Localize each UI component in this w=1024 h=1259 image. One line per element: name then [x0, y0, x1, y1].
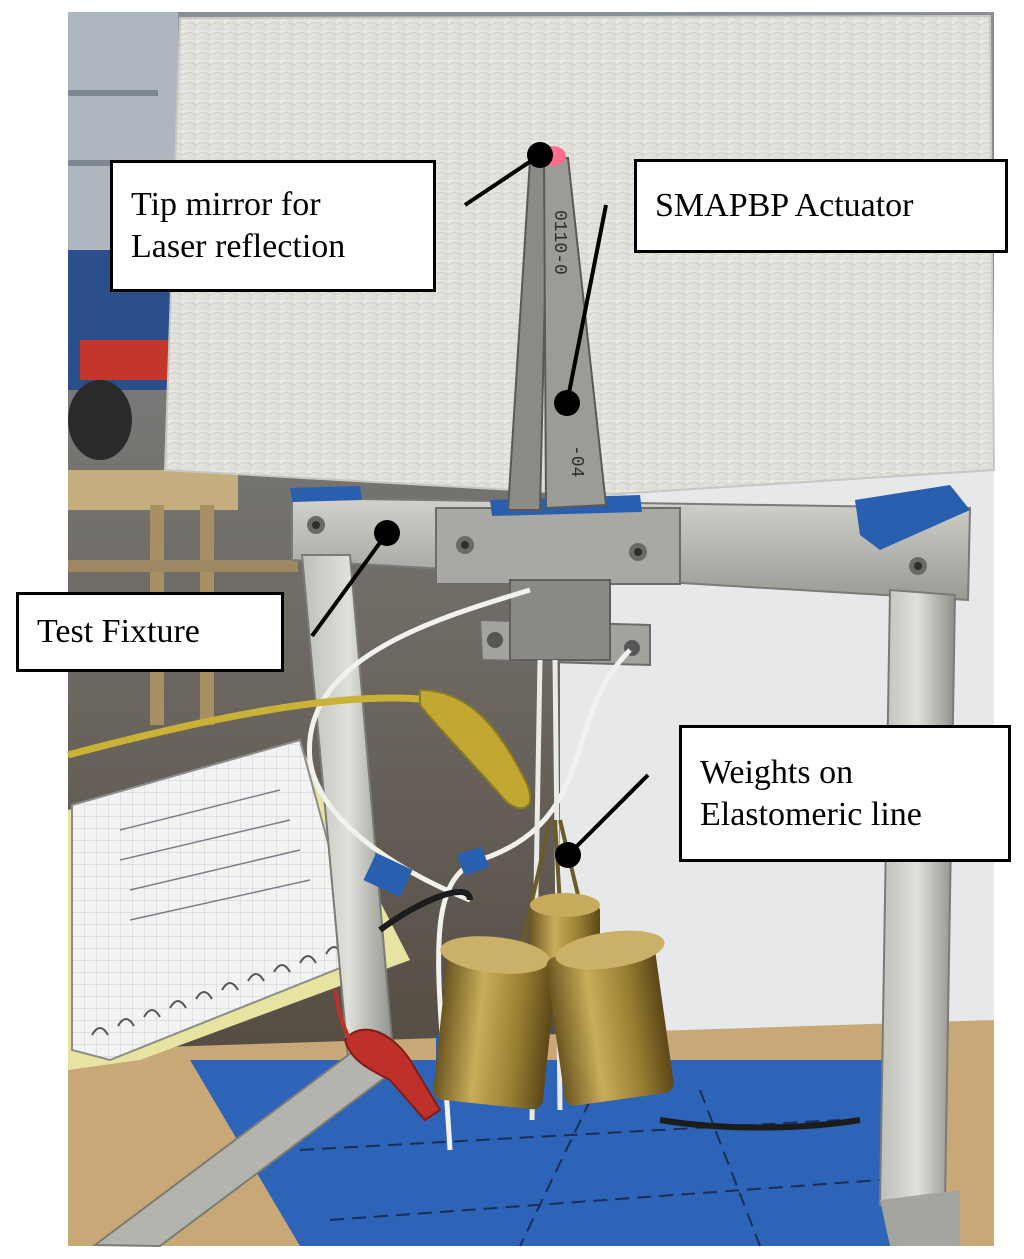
background-workbench: [68, 470, 238, 510]
svg-text:0110-0: 0110-0: [549, 210, 569, 275]
spiral-notebook: [68, 738, 410, 1070]
label-tip-mirror: Tip mirror for Laser reflection: [110, 160, 436, 292]
callout-pointers: [310, 142, 650, 868]
yellow-alligator-clip: [419, 688, 532, 810]
label-actuator: SMAPBP Actuator: [634, 159, 1008, 253]
label-test-fixture: Test Fixture: [16, 592, 284, 672]
background-red-object: [80, 340, 170, 380]
svg-text:-04: -04: [566, 445, 586, 477]
blue-tape-corner: [855, 485, 970, 550]
label-weights-line2: Elastomeric line: [700, 795, 922, 833]
label-tip-mirror-line2: Laser reflection: [131, 228, 346, 265]
yellow-wire: [67, 694, 431, 759]
blue-tape-mat: [190, 1060, 930, 1246]
test-fixture-right-leg: [878, 588, 957, 1207]
label-actuator-text: SMAPBP Actuator: [655, 187, 914, 224]
red-alligator-clip: [343, 1028, 442, 1122]
label-weights: Weights on Elastomeric line: [679, 725, 1011, 862]
fixture-bolts: [307, 516, 927, 575]
label-test-fixture-text: Test Fixture: [37, 613, 200, 650]
brass-weights: [433, 819, 674, 1110]
label-weights-line1: Weights on: [700, 753, 854, 791]
label-tip-mirror-line1: Tip mirror for: [131, 186, 321, 223]
